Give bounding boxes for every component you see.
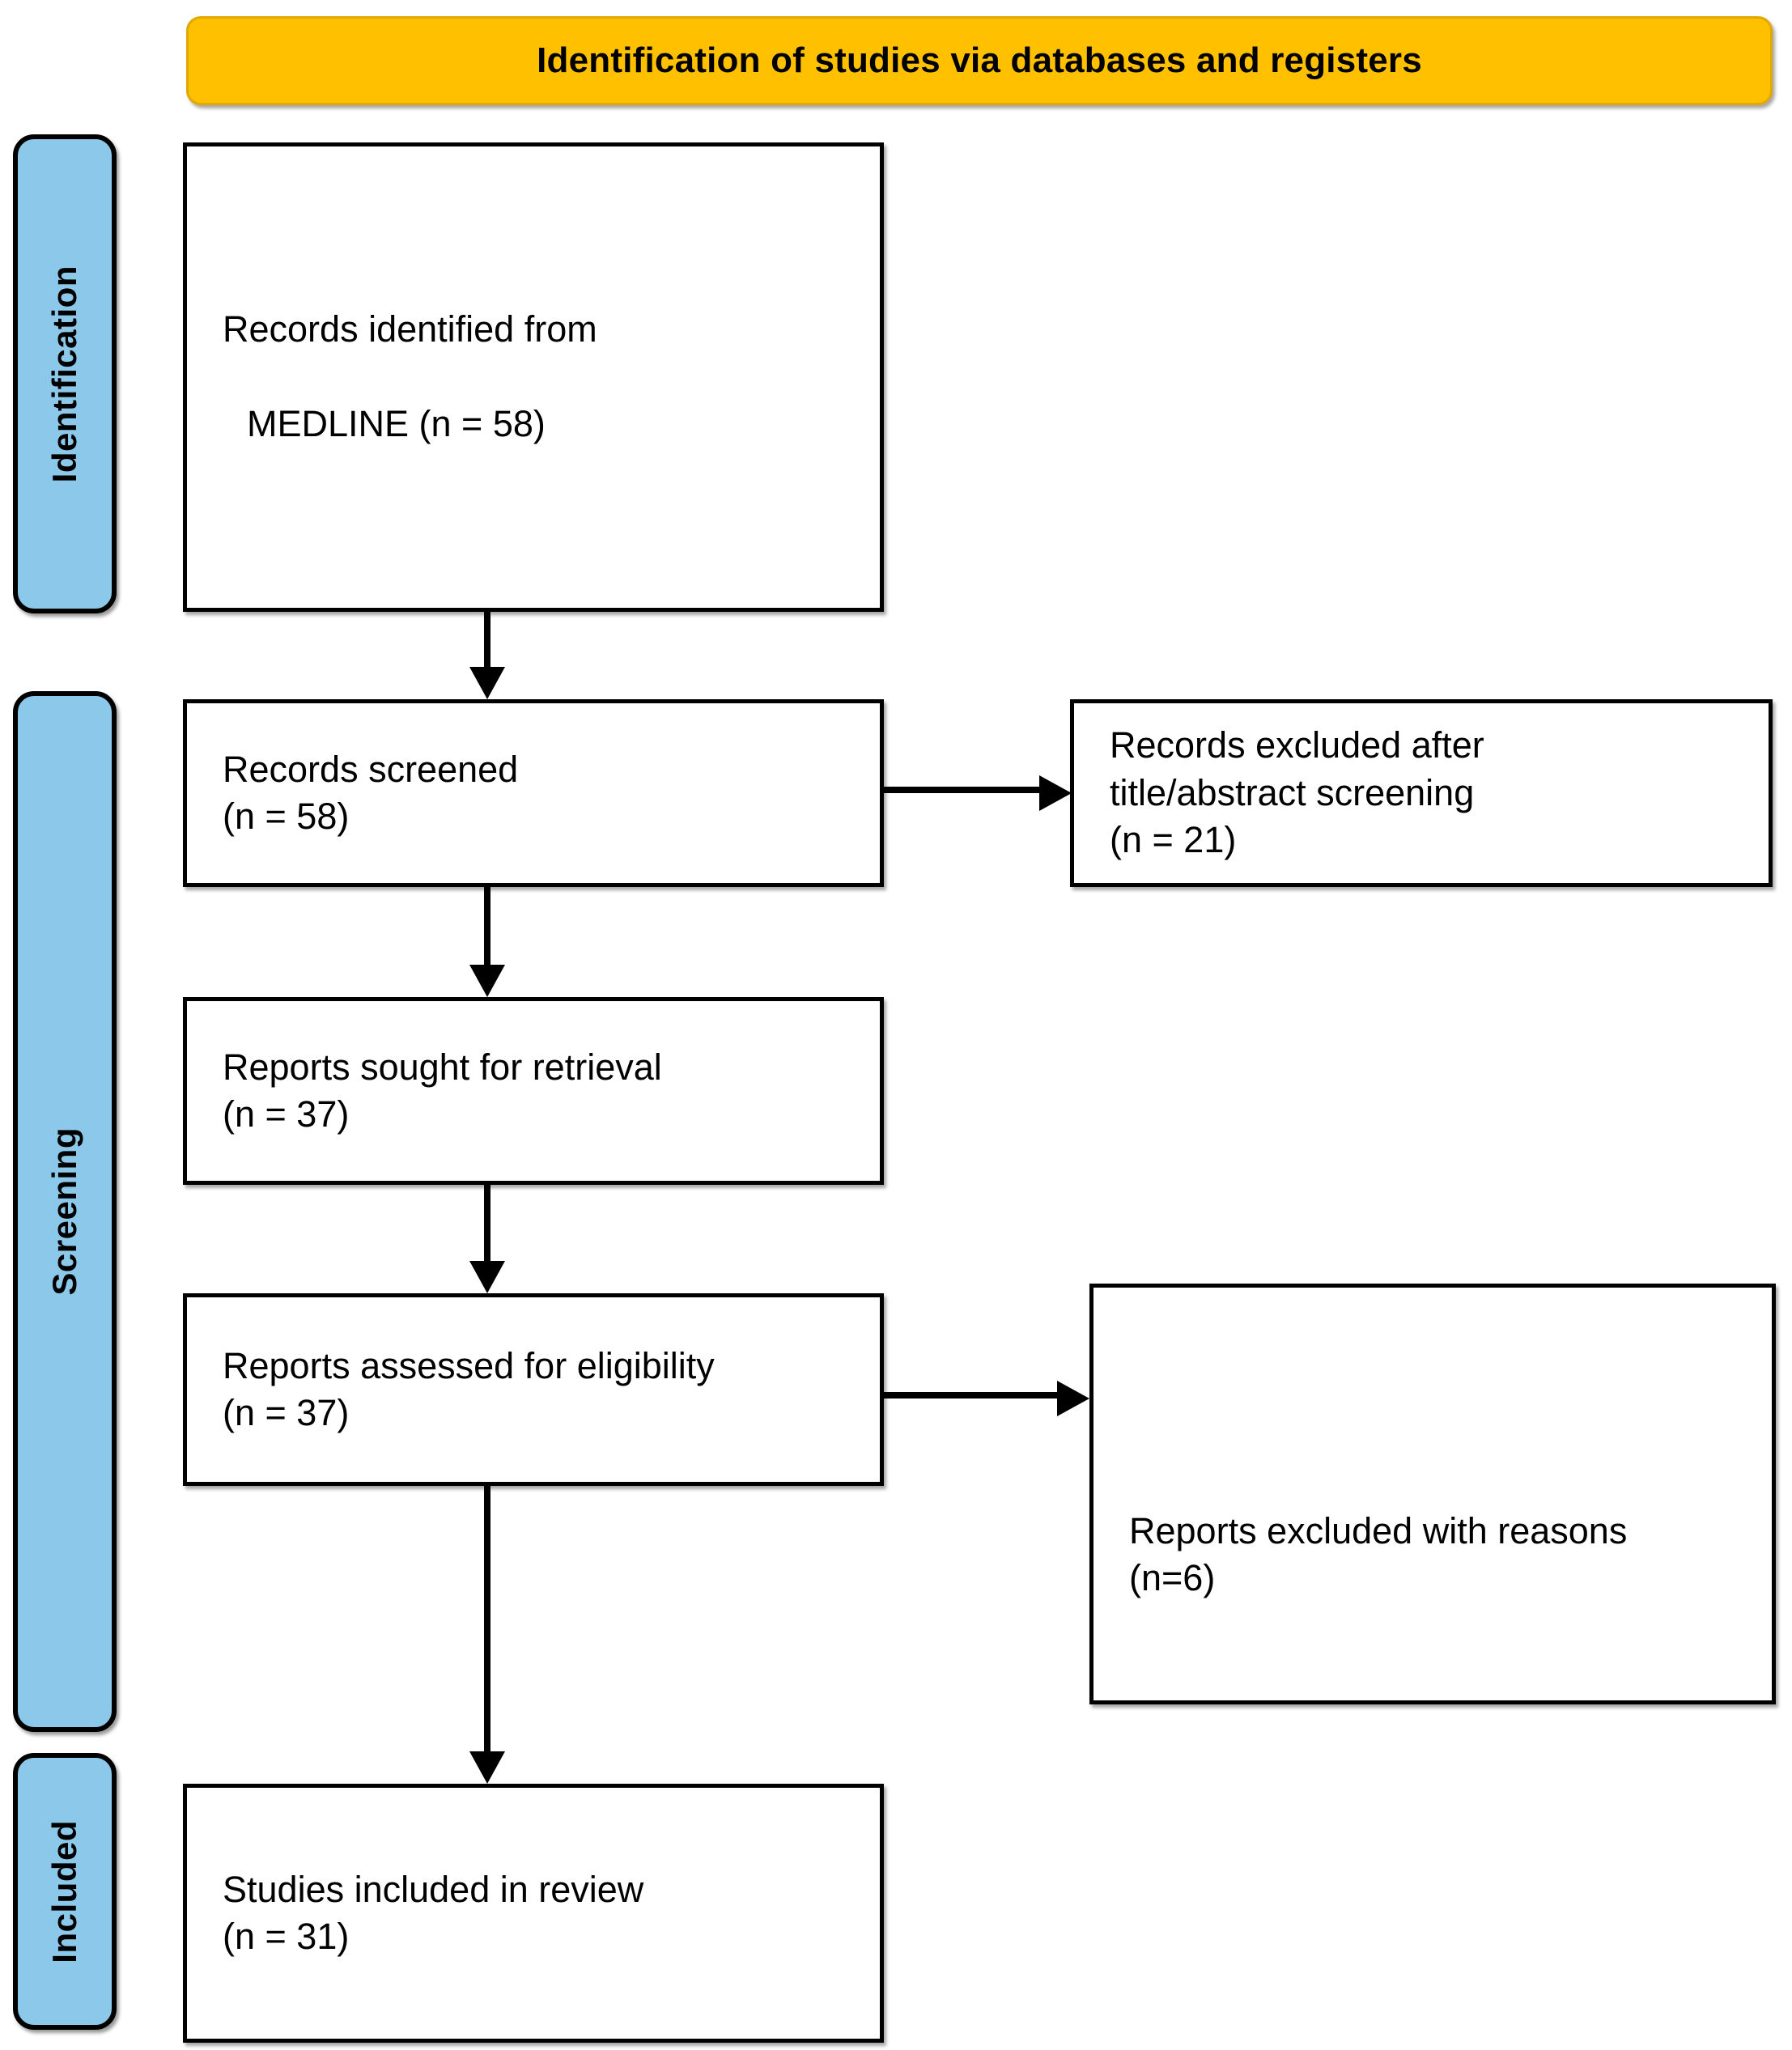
flow-box-reports-assessed-text: Reports assessed for eligibility (n = 37… bbox=[223, 1344, 715, 1434]
stage-label-screening: Screening bbox=[13, 691, 117, 1732]
flow-box-records-excluded-screening-text: Records excluded after title/abstract sc… bbox=[1110, 724, 1484, 861]
stage-label-identification-text: Identification bbox=[45, 265, 83, 483]
stage-label-included-text: Included bbox=[45, 1819, 83, 1963]
arrow-down-icon-assessed-to-included bbox=[469, 1751, 505, 1784]
flow-box-records-identified: Records identified from MEDLINE (n = 58) bbox=[183, 142, 884, 612]
connector-sought-to-assessed bbox=[484, 1185, 490, 1263]
records-identified-line2: MEDLINE (n = 58) bbox=[247, 403, 546, 445]
flow-box-reports-sought: Reports sought for retrieval (n = 37) bbox=[183, 997, 884, 1185]
flow-box-reports-excluded-reasons-text: Reports excluded with reasons (n=6) bbox=[1129, 1509, 1628, 1599]
flow-box-reports-sought-text: Reports sought for retrieval (n = 37) bbox=[223, 1046, 662, 1135]
stage-label-included: Included bbox=[13, 1753, 117, 2030]
flow-box-records-screened-text: Records screened (n = 58) bbox=[223, 748, 519, 838]
flow-box-reports-excluded-reasons: Reports excluded with reasons (n=6) bbox=[1089, 1284, 1776, 1704]
flow-box-studies-included-text: Studies included in review (n = 31) bbox=[223, 1868, 644, 1958]
flow-box-records-identified-text: Records identified from MEDLINE (n = 58) bbox=[187, 259, 880, 496]
diagram-title: Identification of studies via databases … bbox=[537, 40, 1422, 80]
connector-identified-to-screened bbox=[484, 612, 490, 670]
stage-label-identification: Identification bbox=[13, 134, 117, 613]
stage-label-screening-text: Screening bbox=[45, 1127, 83, 1296]
connector-screened-to-sought bbox=[484, 887, 490, 966]
records-identified-line1: Records identified from bbox=[223, 308, 597, 350]
connector-screened-to-excluded-screening bbox=[884, 787, 1044, 793]
arrow-down-icon-identified-to-screened bbox=[469, 667, 505, 699]
arrow-down-icon-screened-to-sought bbox=[469, 965, 505, 997]
arrow-right-icon-screened-to-excluded-screening bbox=[1039, 775, 1072, 811]
connector-assessed-to-excluded-reasons bbox=[884, 1392, 1062, 1398]
connector-assessed-to-included bbox=[484, 1486, 490, 1753]
arrow-down-icon-sought-to-assessed bbox=[469, 1261, 505, 1293]
flow-box-studies-included: Studies included in review (n = 31) bbox=[183, 1784, 884, 2043]
flow-box-reports-assessed: Reports assessed for eligibility (n = 37… bbox=[183, 1293, 884, 1486]
arrow-right-icon-assessed-to-excluded-reasons bbox=[1057, 1381, 1089, 1416]
flow-box-records-screened: Records screened (n = 58) bbox=[183, 699, 884, 887]
diagram-header-banner: Identification of studies via databases … bbox=[186, 16, 1773, 105]
flow-box-records-excluded-screening: Records excluded after title/abstract sc… bbox=[1070, 699, 1773, 887]
